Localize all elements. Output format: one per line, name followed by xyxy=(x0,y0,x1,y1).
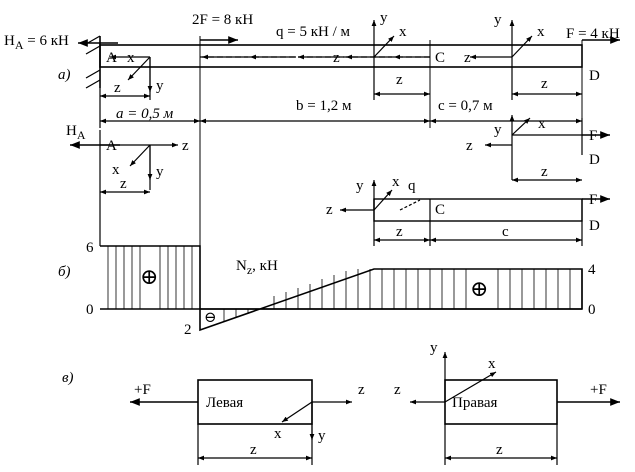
n-hatching xyxy=(107,246,571,322)
section2-axes xyxy=(371,20,430,100)
axis-z3: z xyxy=(464,50,471,66)
dim-a-label: а = 0,5 м xyxy=(116,106,174,122)
dim-z3: z xyxy=(541,76,548,92)
dim-c-label: c = 0,7 м xyxy=(438,98,493,114)
plus-sign-left: ⊕ xyxy=(140,264,158,289)
tick-6: 6 xyxy=(86,240,94,256)
section1-axes xyxy=(100,54,153,100)
nz-label: N xyxy=(236,258,247,274)
point-d-label: D xyxy=(589,68,600,84)
fbd1-x: x xyxy=(112,162,120,178)
right-x: x xyxy=(488,356,496,372)
text-layer: HA = 6 кН 2F = 8 кН q = 5 кН / м F = 4 к… xyxy=(4,10,620,458)
fbd3-dim-z: z xyxy=(541,164,548,180)
tick-2: 2 xyxy=(184,322,192,338)
axis-x2: x xyxy=(399,24,407,40)
fbd2-d: D xyxy=(589,218,600,234)
left-dim-z: z xyxy=(250,442,257,458)
minus-sign: ⊖ xyxy=(204,310,217,326)
force-2f-label: 2F = 8 кН xyxy=(192,12,253,28)
axis-x1: x xyxy=(127,50,135,66)
axis-z1: z xyxy=(114,80,121,96)
left-plus-f: +F xyxy=(134,382,151,398)
load-q-label: q = 5 кН / м xyxy=(276,24,350,40)
fbd3-x: x xyxy=(538,116,546,132)
fbd2-q: q xyxy=(408,178,416,194)
fbd3-y: y xyxy=(494,122,502,138)
tick-0-left: 0 xyxy=(86,302,94,318)
fbd-section2 xyxy=(340,180,610,246)
left-x: x xyxy=(274,426,282,442)
axis-x3: x xyxy=(537,24,545,40)
svg-text:Nz, кН: Nz, кН xyxy=(236,258,278,277)
fbd-section1 xyxy=(70,130,178,246)
n-diagram xyxy=(100,245,583,332)
right-plus-f: +F xyxy=(590,382,607,398)
part-b-label: б) xyxy=(58,264,71,280)
dim-b-label: b = 1,2 м xyxy=(296,98,352,114)
fbd1-y: y xyxy=(156,164,164,180)
axis-y3: y xyxy=(494,12,502,28)
section3-axes xyxy=(470,20,582,100)
fbd-point-a: A xyxy=(106,138,117,154)
svg-text:HA = 6 кН: HA = 6 кН xyxy=(4,33,69,52)
ha-label: H xyxy=(4,33,15,49)
fbd2-dim-z: z xyxy=(396,224,403,240)
left-y: y xyxy=(318,428,326,444)
axis-y2: y xyxy=(380,10,388,26)
right-dim-z: z xyxy=(496,442,503,458)
fbd2-c: C xyxy=(435,202,445,218)
left-z: z xyxy=(358,382,365,398)
dim-z2: z xyxy=(396,72,403,88)
part-v-label: в) xyxy=(62,370,74,386)
fbd2-f: F xyxy=(589,192,597,208)
right-part-sketch xyxy=(410,352,620,465)
left-part-sketch xyxy=(130,379,352,465)
fbd3-f: F xyxy=(589,128,597,144)
fbd3-d: D xyxy=(589,152,600,168)
fbd2-y: y xyxy=(356,178,364,194)
axis-y1: y xyxy=(156,78,164,94)
svg-text:HA: HA xyxy=(66,123,86,142)
fbd1-dim-z: z xyxy=(120,176,127,192)
wall-support xyxy=(85,35,101,89)
part-a-label: а) xyxy=(58,67,71,83)
fbd3-z: z xyxy=(466,138,473,154)
right-z: z xyxy=(394,382,401,398)
fbd1-z: z xyxy=(182,138,189,154)
axis-z2a: z xyxy=(333,50,340,66)
fbd2-dim-c: c xyxy=(502,224,509,240)
fbd2-x: x xyxy=(392,174,400,190)
left-part-label: Левая xyxy=(206,395,243,411)
point-a-label: A xyxy=(106,50,117,66)
point-c-label: C xyxy=(435,50,445,66)
right-part-label: Правая xyxy=(452,395,498,411)
tick-0-right: 0 xyxy=(588,302,596,318)
fbd-section3 xyxy=(485,115,610,183)
fbd-ha-label: H xyxy=(66,123,77,139)
force-f-label: F = 4 кН xyxy=(566,26,620,42)
right-y: y xyxy=(430,340,438,356)
plus-sign-right: ⊕ xyxy=(470,276,488,301)
main-beam xyxy=(99,44,583,68)
fbd2-z: z xyxy=(326,202,333,218)
tick-4: 4 xyxy=(588,262,596,278)
